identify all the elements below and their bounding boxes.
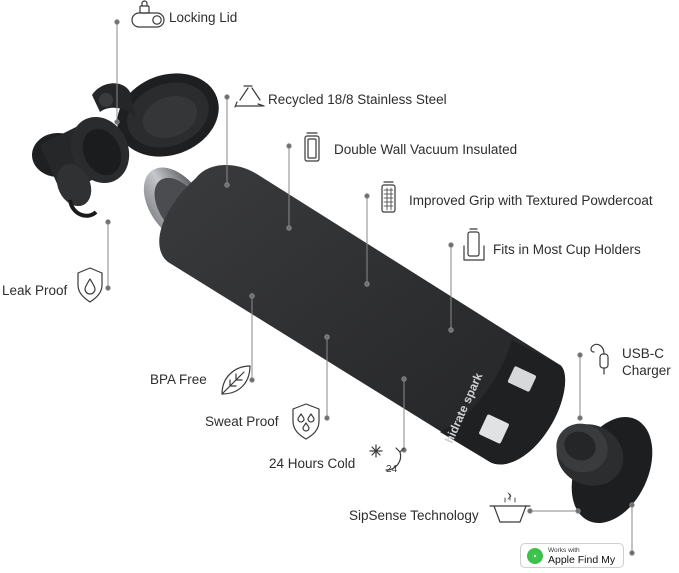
shield-drop-icon xyxy=(77,267,103,303)
recycle-icon xyxy=(234,85,265,108)
leaf-icon xyxy=(221,365,251,395)
textured-grip-icon xyxy=(381,181,396,213)
label-cup-holders: Fits in Most Cup Holders xyxy=(493,242,641,257)
hours-24-text: 24 xyxy=(386,464,398,475)
leader-lines xyxy=(105,19,635,556)
label-improved-grip: Improved Grip with Textured Powdercoat xyxy=(409,193,653,208)
snowflake-24h-icon xyxy=(369,444,405,471)
label-24-hours-cold: 24 Hours Cold xyxy=(269,456,356,471)
double-wall-icon xyxy=(304,132,320,162)
label-sipsense: SipSense Technology xyxy=(349,508,479,523)
bottom-cap xyxy=(556,417,653,523)
label-double-wall: Double Wall Vacuum Insulated xyxy=(334,142,518,157)
label-bpa-free: BPA Free xyxy=(150,372,207,387)
label-locking-lid: Locking Lid xyxy=(169,10,238,25)
label-sweat-proof: Sweat Proof xyxy=(205,414,279,429)
sipsense-cup-icon xyxy=(489,492,531,523)
lock-icon xyxy=(131,0,165,28)
badge-works-with: Works with xyxy=(548,547,580,554)
find-my-icon xyxy=(527,548,543,564)
label-leak-proof: Leak Proof xyxy=(2,283,68,298)
lid xyxy=(32,73,219,218)
badge-find-my: Apple Find My xyxy=(548,554,616,566)
cup-holder-icon xyxy=(463,228,485,261)
sweat-shield-icon xyxy=(292,403,320,440)
label-recycled-steel: Recycled 18/8 Stainless Steel xyxy=(268,92,447,107)
bottle-body xyxy=(143,165,566,465)
usb-c-charger-icon xyxy=(590,343,609,375)
label-usb-c: USB-C Charger xyxy=(622,346,671,378)
apple-find-my-badge: Works with Apple Find My xyxy=(520,543,624,568)
